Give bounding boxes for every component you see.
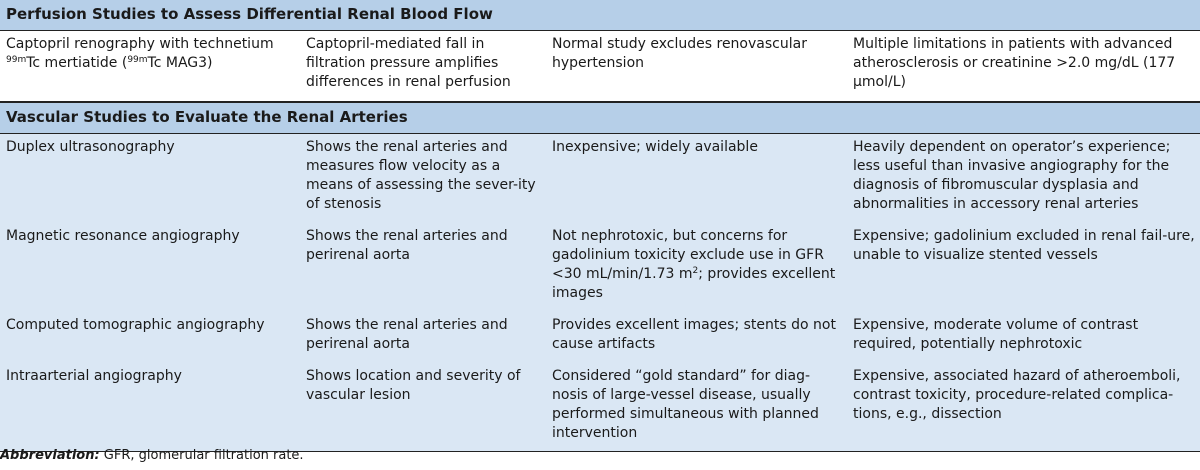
cell-test: Magnetic resonance angiography	[0, 223, 300, 312]
cell-disadvantages: Expensive; gadolinium excluded in renal …	[847, 223, 1200, 312]
table-row: Intraarterial angiography Shows location…	[0, 363, 1200, 452]
cell-text: Tc mertiatide (	[26, 55, 128, 71]
cell-disadvantages: Multiple limitations in patients with ad…	[847, 30, 1200, 102]
renal-studies-table-container: Perfusion Studies to Assess Differential…	[0, 0, 1200, 452]
cell-test: Intraarterial angiography	[0, 363, 300, 452]
cell-test: Computed tomographic angiography	[0, 312, 300, 363]
table-footnote: Abbreviation: GFR, glomerular filtration…	[0, 448, 304, 463]
cell-advantages: Inexpensive; widely available	[546, 133, 847, 223]
cell-text: Captopril renography with technetium	[6, 36, 274, 52]
cell-test: Duplex ultrasonography	[0, 133, 300, 223]
cell-rationale: Shows the renal arteries and perirenal a…	[300, 223, 546, 312]
section-header-perfusion: Perfusion Studies to Assess Differential…	[0, 0, 1200, 31]
table-row: Duplex ultrasonography Shows the renal a…	[0, 133, 1200, 223]
footnote-text: GFR, glomerular filtration rate.	[99, 448, 304, 463]
superscript: 99m	[6, 55, 27, 65]
cell-advantages: Normal study excludes renovascular hyper…	[546, 30, 847, 102]
table-row: Magnetic resonance angiography Shows the…	[0, 223, 1200, 312]
cell-advantages: Not nephrotoxic, but concerns for gadoli…	[546, 223, 847, 312]
section-title: Vascular Studies to Evaluate the Renal A…	[0, 101, 1200, 134]
cell-text: ; provides excellent images	[552, 266, 836, 301]
cell-rationale: Shows the renal arteries and perirenal a…	[300, 312, 546, 363]
cell-disadvantages: Expensive, associated hazard of atheroem…	[847, 363, 1200, 452]
superscript: 99m	[127, 55, 148, 65]
renal-studies-table: Perfusion Studies to Assess Differential…	[0, 0, 1200, 452]
cell-rationale: Captopril-mediated fall in filtration pr…	[300, 30, 546, 102]
cell-advantages: Provides excellent images; stents do not…	[546, 312, 847, 363]
cell-disadvantages: Expensive, moderate volume of contrast r…	[847, 312, 1200, 363]
cell-rationale: Shows the renal arteries and measures fl…	[300, 133, 546, 223]
table-row: Computed tomographic angiography Shows t…	[0, 312, 1200, 363]
section-header-vascular: Vascular Studies to Evaluate the Renal A…	[0, 101, 1200, 134]
footnote-label: Abbreviation:	[0, 448, 100, 463]
cell-disadvantages: Heavily dependent on operator’s experien…	[847, 133, 1200, 223]
superscript: 2	[692, 266, 699, 276]
cell-test: Captopril renography with technetium 99m…	[0, 30, 300, 102]
cell-text: Not nephrotoxic, but concerns for gadoli…	[552, 228, 824, 282]
cell-text: Tc MAG3)	[147, 55, 213, 71]
table-row: Captopril renography with technetium 99m…	[0, 30, 1200, 102]
section-title: Perfusion Studies to Assess Differential…	[0, 0, 1200, 31]
cell-rationale: Shows location and severity of vascular …	[300, 363, 546, 452]
cell-advantages: Considered “gold standard” for diag-nosi…	[546, 363, 847, 452]
